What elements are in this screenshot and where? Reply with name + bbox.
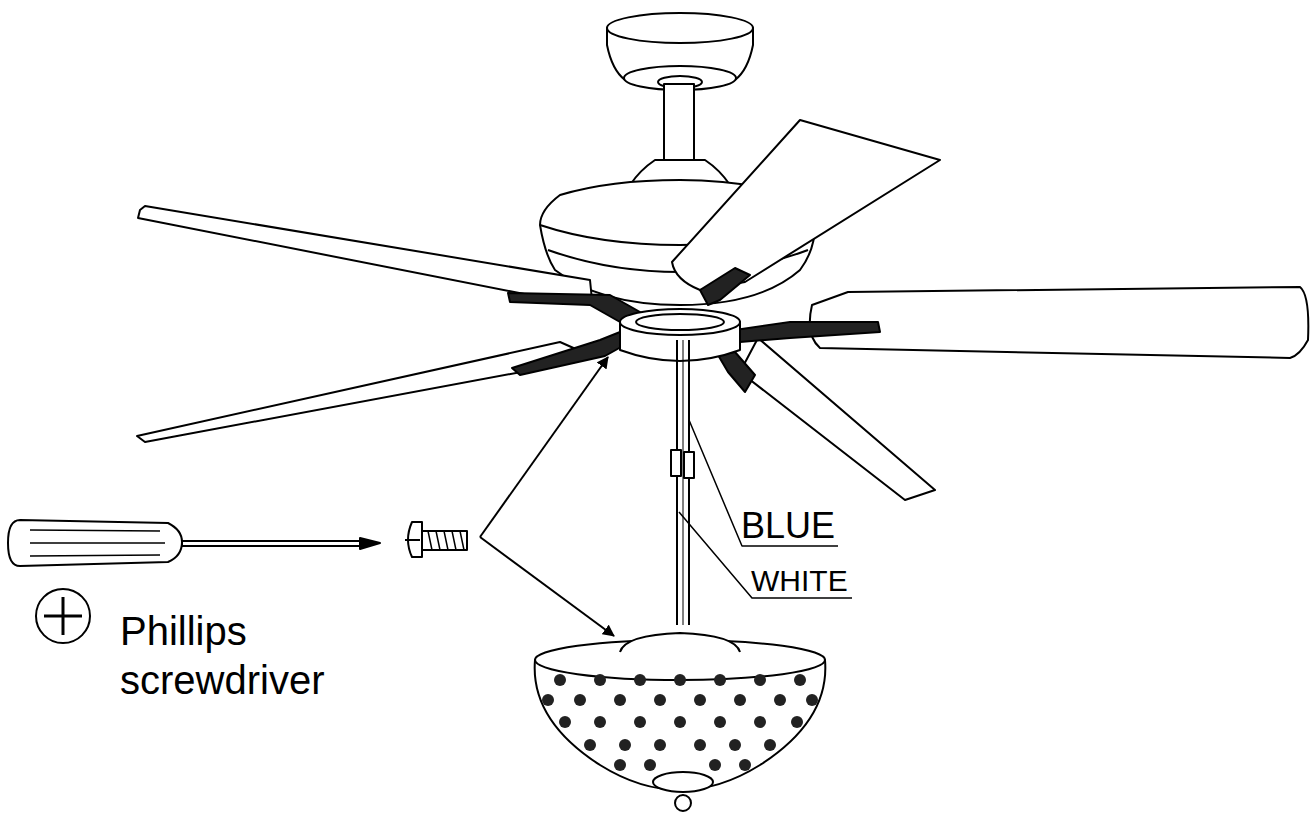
arrow [480,357,614,636]
downrod [664,84,694,164]
glass-dot [729,739,741,751]
light-kit-adapter [620,309,740,361]
glass-dot [654,739,666,751]
glass-dot [542,694,554,706]
fan-blade [137,120,1308,500]
glass-dot [791,716,803,728]
glass-dot [559,716,571,728]
part-label: Phillips screwdriver [120,607,355,705]
glass-dot [739,759,751,771]
glass-dot [554,674,566,686]
glass-dot [774,694,786,706]
glass-dot [794,674,806,686]
glass-dot [594,716,606,728]
glass-dot [674,716,686,728]
glass-dot [709,759,721,771]
glass-dot [694,739,706,751]
glass-dot [614,759,626,771]
glass-dot [754,716,766,728]
glass-pattern [542,674,818,771]
glass-dot [644,759,656,771]
glass-dot [714,674,726,686]
glass-dot [584,739,596,751]
glass-dot [634,674,646,686]
blade-iron [508,268,880,392]
glass-dot [714,716,726,728]
glass-shade [535,633,826,811]
phillips-symbol [36,589,90,643]
glass-dot [594,674,606,686]
glass-dot [654,694,666,706]
glass-dot [734,694,746,706]
glass-dot [764,739,776,751]
glass-dot [574,694,586,706]
wire-connector [684,452,694,478]
glass-dot [754,674,766,686]
part-label: WHITE [751,563,891,600]
glass-dot [614,694,626,706]
wire-connector [671,450,681,476]
part-label: BLUE [741,504,881,548]
glass-dot [634,716,646,728]
glass-dot [619,739,631,751]
glass-dot [674,674,686,686]
wire [677,340,689,625]
screw [405,522,467,557]
canopy [607,13,753,90]
glass-dot [806,694,818,706]
screwdriver [8,520,380,566]
glass-dot [694,694,706,706]
